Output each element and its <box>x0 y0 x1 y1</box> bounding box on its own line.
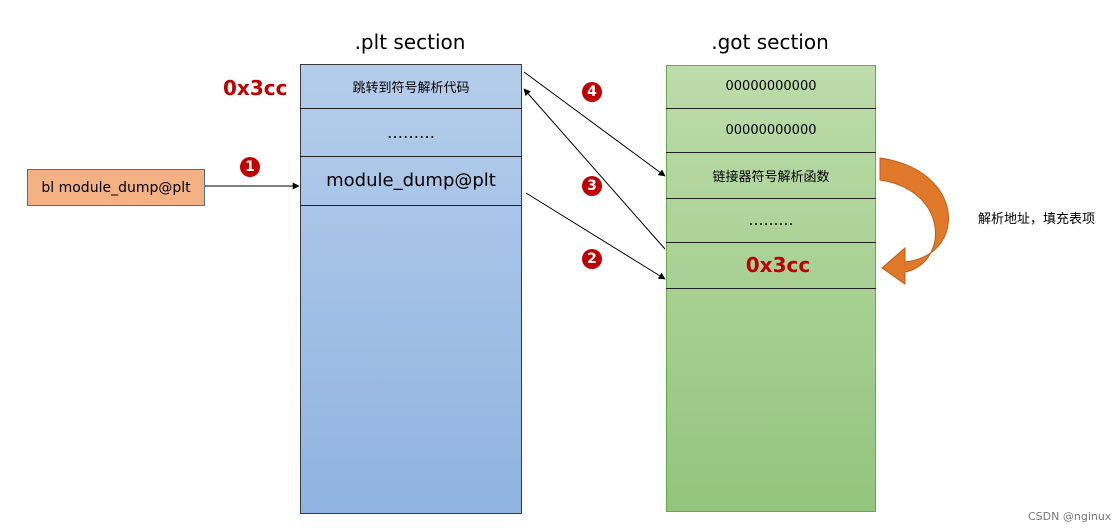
got-entry-resolved-address: 0x3cc <box>745 253 811 277</box>
plt-divider <box>300 108 522 109</box>
arrow-step-2 <box>525 192 666 280</box>
resolve-note: 解析地址，填充表项 <box>978 212 1096 227</box>
got-entry-ellipsis: ……… <box>748 211 794 229</box>
caller-instruction-box: bl module_dump@plt <box>27 169 205 206</box>
plt-entry-module-dump: module_dump@plt <box>326 170 496 191</box>
curved-arrow-icon <box>879 157 949 285</box>
plt-section-table <box>300 64 522 514</box>
got-divider <box>666 108 876 109</box>
watermark: CSDN @nginux <box>1028 510 1112 523</box>
got-entry-0: 00000000000 <box>725 79 817 94</box>
step-badge-2: 2 <box>582 249 602 269</box>
got-divider <box>666 198 876 199</box>
plt-entry-resolve: 跳转到符号解析代码 <box>352 80 470 96</box>
got-section-title: .got section <box>711 30 829 54</box>
plt-address-label: 0x3cc <box>223 76 288 100</box>
plt-divider <box>300 205 522 206</box>
got-entry-1: 00000000000 <box>725 122 817 138</box>
plt-section-title: .plt section <box>354 30 466 54</box>
got-divider <box>666 152 876 153</box>
step-badge-3: 3 <box>582 176 602 196</box>
step-badge-1: 1 <box>240 157 260 177</box>
plt-entry-ellipsis: ……… <box>387 122 435 142</box>
arrow-step-4 <box>523 71 666 177</box>
step-badge-4: 4 <box>582 82 602 102</box>
got-divider <box>666 242 876 243</box>
arrow-step-3 <box>523 88 666 250</box>
plt-divider <box>300 156 522 157</box>
got-divider <box>666 288 876 289</box>
got-entry-linker-resolver: 链接器符号解析函数 <box>712 169 830 185</box>
